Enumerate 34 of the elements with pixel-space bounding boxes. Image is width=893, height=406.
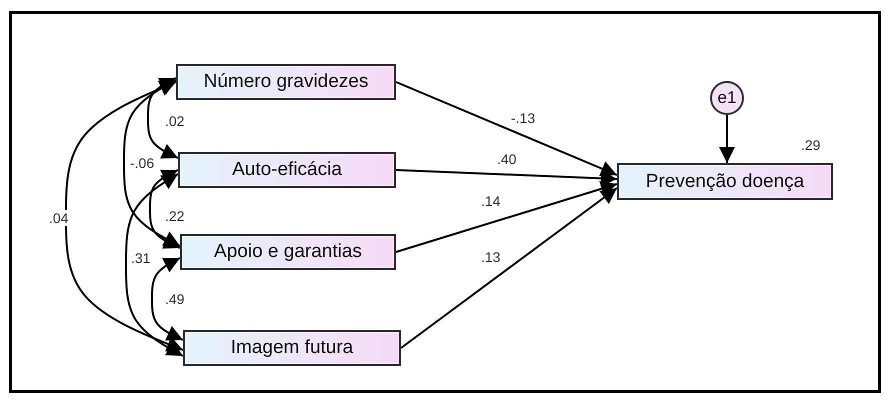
variable-name: e1: [718, 88, 736, 108]
edge-label: .49: [164, 291, 186, 307]
path-arrow: [400, 187, 618, 349]
edge-label: .02: [164, 113, 186, 129]
variable-box: [617, 163, 833, 200]
edge-label: .40: [496, 151, 518, 167]
variable-box: [183, 330, 401, 366]
correlation-arrow: [65, 80, 184, 352]
edge-label: .31: [130, 250, 152, 266]
r-squared-value: .29: [801, 137, 820, 153]
edge-label: .14: [480, 193, 502, 209]
correlation-arrow: [149, 169, 180, 249]
edge-label: -.13: [510, 110, 536, 126]
variable-box: [176, 64, 396, 100]
edge-label: .04: [48, 210, 70, 226]
variable-name: Imagem futura: [230, 337, 354, 359]
path-arrow: [719, 115, 735, 163]
correlation-arrow: [151, 257, 184, 341]
edge-label: -.06: [129, 155, 156, 171]
variable-box: [180, 234, 396, 270]
variable-name: Prevenção doença: [646, 170, 804, 192]
edge-label: .13: [480, 249, 502, 265]
path-arrow: [396, 169, 618, 186]
path-arrow: [396, 181, 618, 253]
correlation-arrow: [123, 79, 180, 247]
variable-name: Apoio e garantias: [214, 241, 362, 263]
correlation-arrow: [147, 77, 178, 159]
path-arrow: [396, 81, 618, 176]
variable-box: [178, 152, 396, 188]
variable-name: Auto-eficácia: [232, 159, 342, 181]
variable-name: Número gravidezes: [204, 71, 368, 93]
correlation-arrow: [125, 173, 184, 357]
error-circle: [710, 81, 744, 115]
edge-label: .22: [164, 208, 186, 224]
